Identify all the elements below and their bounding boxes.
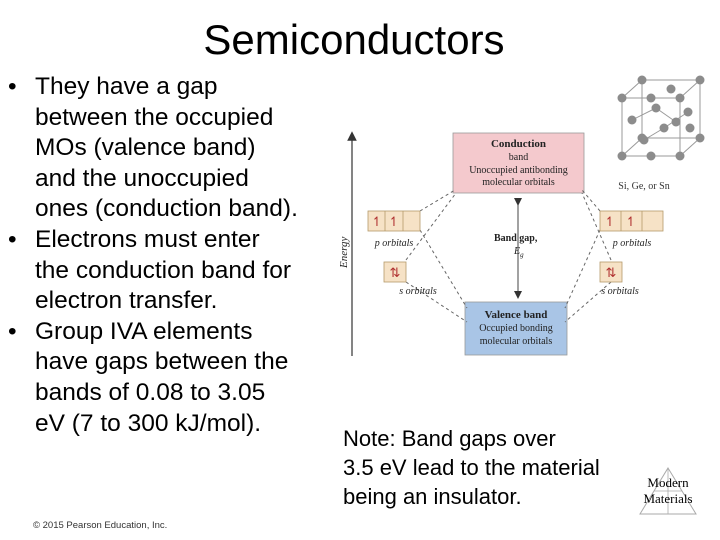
band-gap-label: Band gap, <box>494 233 538 244</box>
note-line: being an insulator. <box>343 484 522 509</box>
conduction-band-desc: molecular orbitals <box>482 177 555 188</box>
band-gap-subscript: g <box>520 251 524 259</box>
logo-shape <box>639 467 697 515</box>
valence-band-desc: Occupied bonding <box>479 323 553 334</box>
energy-axis-label: Energy <box>338 237 350 269</box>
band-gap-symbol: Eg <box>513 246 524 259</box>
bullet-line: electron transfer. <box>35 287 218 315</box>
conduction-band-title: Conduction <box>491 138 546 150</box>
correlation-lines <box>405 189 612 323</box>
valence-band-title: Valence band <box>485 309 548 321</box>
copyright-notice: © 2015 Pearson Education, Inc. <box>33 520 168 531</box>
left-s-orbitals-label: s orbitals <box>399 286 437 297</box>
bullet-marker: • <box>8 225 17 253</box>
bullet-list: • They have a gap between the occupied M… <box>6 72 336 439</box>
insulator-note: Note: Band gaps over 3.5 eV lead to the … <box>343 424 643 511</box>
note-line: 3.5 eV lead to the material <box>343 455 600 480</box>
left-p-electron: ↿ <box>389 214 400 229</box>
conduction-band-desc: Unoccupied antibonding <box>469 165 568 176</box>
bullet-line: have gaps between the <box>35 348 289 376</box>
crystal-lattice: Si, Ge, or Sn <box>617 75 705 192</box>
valence-band <box>464 301 568 356</box>
bullet-line: ones (conduction band). <box>35 195 298 223</box>
logo-text: Modern <box>647 475 689 490</box>
right-s-electrons: ⇅ <box>606 265 617 280</box>
bullet-item: • They have a gap between the occupied M… <box>6 72 336 225</box>
bullet-line: eV (7 to 300 kJ/mol). <box>35 409 262 437</box>
right-s-orbitals-label: s orbitals <box>601 286 639 297</box>
left-s-orbital-box <box>383 261 407 283</box>
note-line: Note: Band gaps over <box>343 426 556 451</box>
conduction-band <box>452 132 585 194</box>
bullet-item: • Electrons must enter the conduction ba… <box>6 225 336 317</box>
bullet-marker: • <box>8 317 17 345</box>
right-p-orbitals-label: p orbitals <box>612 238 652 249</box>
bullet-line: and the unoccupied <box>35 164 249 192</box>
conduction-band-title: band <box>509 152 528 163</box>
right-p-orbital-box <box>599 210 664 232</box>
right-p-electron: ↿ <box>626 214 637 229</box>
bullet-line: the conduction band for <box>35 256 292 284</box>
left-p-orbitals-label: p orbitals <box>374 238 414 249</box>
logo-text: Materials <box>643 491 693 506</box>
bullet-line: between the occupied <box>35 103 274 131</box>
right-s-orbital-box <box>599 261 623 283</box>
band-gap-symbol-letter: E <box>513 246 520 257</box>
bullet-line: Group IVA elements <box>35 317 253 345</box>
left-p-orbital-box <box>367 210 421 232</box>
left-p-electron: ↿ <box>372 214 383 229</box>
bullet-marker: • <box>8 73 17 100</box>
bullet-item: • Group IVA elements have gaps between t… <box>6 317 336 439</box>
bullet-line: MOs (valence band) <box>35 134 256 162</box>
bullet-line: Electrons must enter <box>35 225 260 253</box>
slide-title: Semiconductors <box>203 16 505 63</box>
right-p-electron: ↿ <box>605 214 616 229</box>
crystal-label: Si, Ge, or Sn <box>618 181 669 192</box>
left-s-electrons: ⇅ <box>390 265 401 280</box>
bullet-line: They have a gap <box>35 73 218 100</box>
bullet-line: bands of 0.08 to 3.05 <box>35 378 266 406</box>
valence-band-desc: molecular orbitals <box>480 336 553 347</box>
modern-materials-logo: Modern Materials <box>636 466 700 518</box>
